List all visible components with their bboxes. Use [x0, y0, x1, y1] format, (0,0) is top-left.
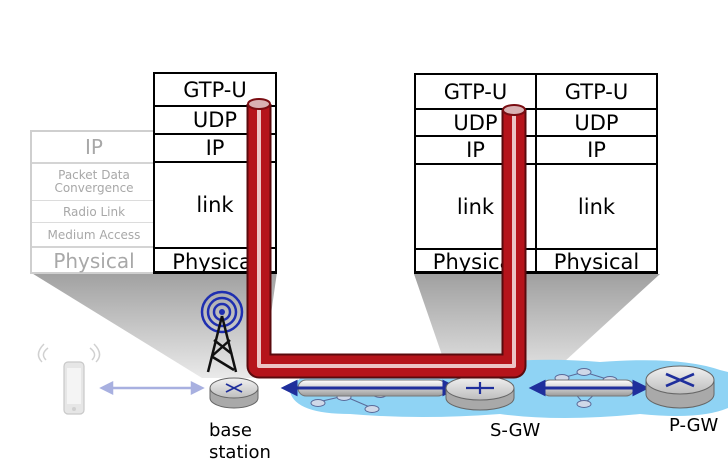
base-station-label: base station: [209, 420, 271, 463]
sgw-right-ip-layer: IP: [537, 135, 656, 163]
bs-gtpu-layer: GTP-U: [183, 77, 247, 102]
ue-rlc-layer: Radio Link: [32, 200, 156, 222]
antenna-tower-icon: [200, 290, 244, 373]
ue-pdcp-layer: Packet Data Convergence: [32, 162, 156, 200]
sgw-left-protocol-stack: GTP-U UDP IP link Physical: [414, 73, 537, 274]
sgw-right-link-layer: link: [537, 163, 656, 248]
sgw-right-physical-layer: Physical: [537, 248, 656, 274]
ue-phy-layer: Physical: [32, 246, 156, 274]
sgw-label: S-GW: [490, 420, 541, 441]
sgw-right-gtpu-layer: GTP-U: [564, 79, 629, 104]
bs-physical-layer: Physical: [155, 247, 275, 274]
radio-link-arrow: [99, 380, 205, 396]
bs-udp-layer: UDP: [155, 105, 275, 133]
pgw-label: P-GW: [669, 415, 719, 436]
ue-mac-layer: Medium Access: [32, 222, 156, 246]
ue-ip-layer: IP: [85, 135, 103, 159]
base-station-protocol-stack: GTP-U UDP IP link Physical: [153, 72, 277, 274]
bs-link-layer: link: [155, 161, 275, 247]
sgw-left-gtpu-layer: GTP-U: [443, 79, 508, 104]
pgw-router-icon: [645, 365, 715, 409]
smartphone-icon: [37, 343, 101, 415]
sgw-router-icon: [445, 375, 515, 411]
sgw-right-udp-layer: UDP: [537, 108, 656, 135]
sgw-left-physical-layer: Physical: [416, 248, 535, 274]
ue-protocol-stack: IP Packet Data Convergence Radio Link Me…: [30, 130, 158, 274]
sgw-left-udp-layer: UDP: [416, 108, 535, 135]
sgw-right-protocol-stack: GTP-U UDP IP link Physical: [535, 73, 658, 274]
sgw-left-ip-layer: IP: [416, 135, 535, 163]
sgw-left-link-layer: link: [416, 163, 535, 248]
base-station-router-icon: [209, 377, 259, 409]
bs-ip-layer: IP: [155, 133, 275, 161]
